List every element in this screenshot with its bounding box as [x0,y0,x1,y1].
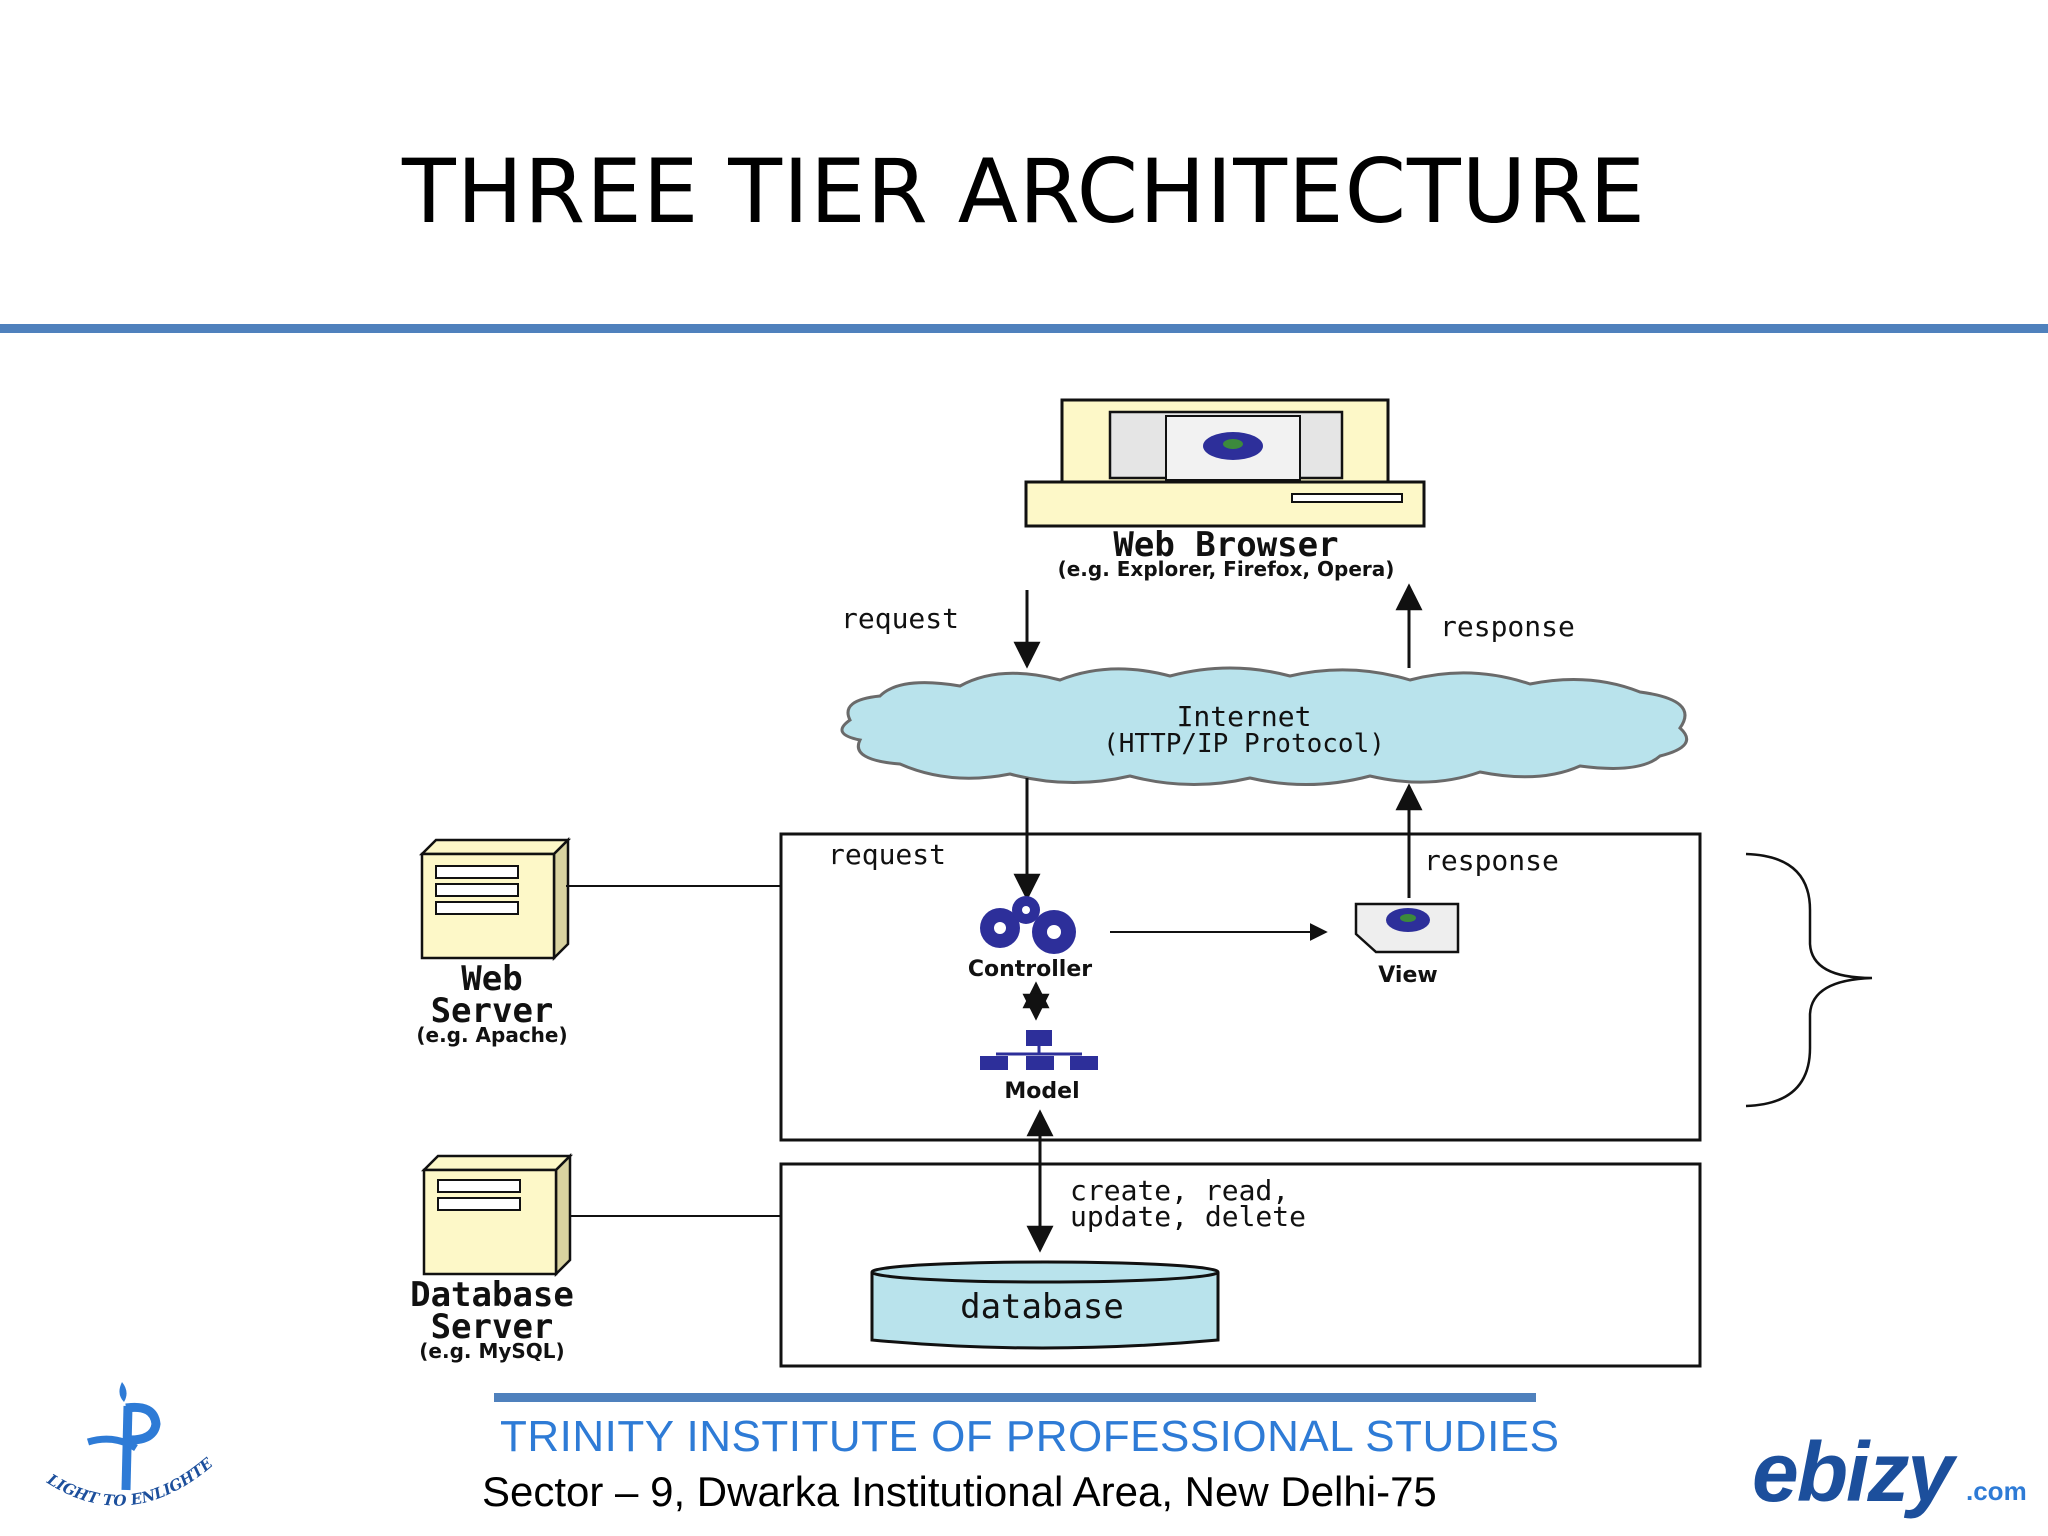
web-browser-label: Web Browser [1113,525,1338,565]
database-server-label-line2: Server [431,1307,554,1347]
app-server-box [779,832,1702,1142]
title-divider [0,324,2048,333]
web-server-label-line2: Server [431,991,554,1031]
web-server-label-line1: Web [461,959,522,999]
ebizy-logo-suffix: .com [1966,1476,2027,1506]
model-hierarchy-icon [980,1030,1098,1070]
web-server-example: (e.g. Apache) [416,1023,567,1047]
web-browser-examples: (e.g. Explorer, Firefox, Opera) [1058,557,1395,581]
right-curly-brace [1745,852,1873,1108]
internet-cloud-icon [840,666,1689,786]
request-label-top: request [841,602,959,635]
slide-title: THREE TIER ARCHITECTURE [402,140,1646,243]
institute-logo-icon: LIGHT TO ENLIGHTEN [30,1378,217,1510]
response-label-top: response [1440,610,1575,643]
view-document-icon [1354,902,1460,954]
internet-protocol-label: (HTTP/IP Protocol) [1103,729,1385,759]
database-cylinder-icon [870,1260,1220,1350]
footer-divider [494,1393,1536,1402]
request-label-mid: request [828,838,946,871]
database-label: database [960,1287,1124,1327]
web-server-tower-icon [418,836,572,962]
database-server-label-line1: Database [410,1275,574,1315]
view-label: View [1378,963,1437,988]
footer-organization: TRINITY INSTITUTE OF PROFESSIONAL STUDIE… [500,1412,1560,1461]
internet-label: Internet [1177,700,1312,733]
controller-label: Controller [968,957,1092,982]
footer-address: Sector – 9, Dwarka Institutional Area, N… [482,1468,1437,1515]
crud-label-line1: create, read, [1070,1174,1289,1207]
model-label: Model [1004,1079,1079,1104]
crud-label-line2: update, delete [1070,1200,1306,1233]
database-server-example: (e.g. MySQL) [419,1339,564,1363]
web-browser-computer-icon [1024,398,1426,528]
controller-gears-icon [980,896,1076,954]
database-tier-box [779,1162,1702,1368]
response-label-mid: response [1424,844,1559,877]
ebizy-logo-text: ebizy [1752,1425,1954,1519]
database-server-tower-icon [420,1152,574,1278]
